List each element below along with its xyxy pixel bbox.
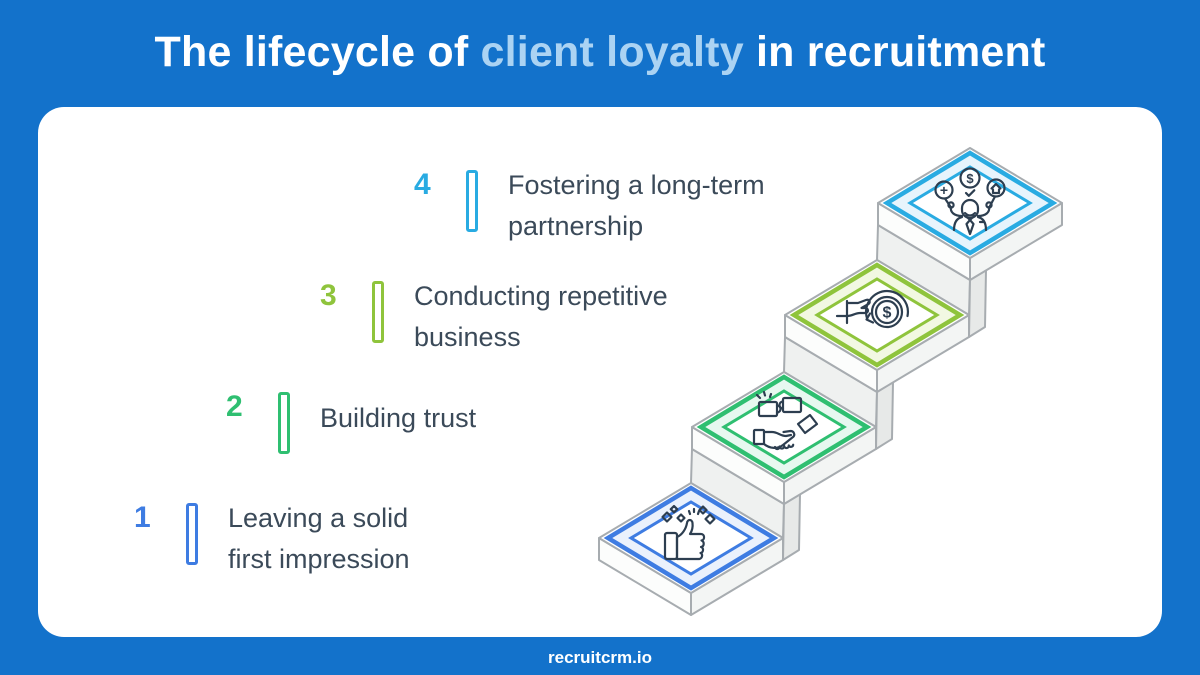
list-item-step-1: 1 Leaving a solid first impression: [134, 501, 410, 580]
step-3-bar: [372, 281, 384, 343]
list-item-step-4: 4 Fostering a long-term partnership: [414, 168, 765, 247]
brand-footer: recruitcrm.io: [0, 640, 1200, 675]
brand-name: recruitcrm.io: [548, 647, 652, 667]
step-3-number: 3: [320, 279, 337, 312]
title-highlight: client loyalty: [480, 27, 744, 76]
step-1-label: Leaving a solid first impression: [228, 503, 410, 574]
step-2-bar: [278, 392, 290, 454]
step-2-number: 2: [226, 390, 243, 423]
step-4-label: Fostering a long-term partnership: [508, 170, 765, 241]
step-1-bar: [186, 503, 198, 565]
step-4-bar: [466, 170, 478, 232]
step-3-label: Conducting repetitive business: [414, 281, 668, 352]
step-2-label: Building trust: [320, 403, 477, 433]
step-1-number: 1: [134, 501, 151, 534]
title-prefix: The lifecycle of: [154, 27, 481, 76]
list-item-step-2: 2 Building trust: [226, 390, 477, 454]
step-4-number: 4: [414, 168, 431, 201]
list-item-step-3: 3 Conducting repetitive business: [320, 279, 668, 358]
title-suffix: in recruitment: [743, 27, 1046, 76]
page-title: The lifecycle of client loyalty in recru…: [0, 0, 1200, 104]
